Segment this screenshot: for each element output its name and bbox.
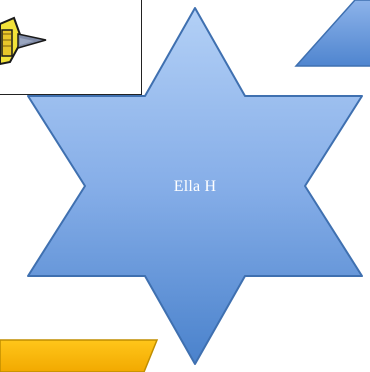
yellow-banner-shape[interactable] <box>0 340 157 372</box>
star-label: Ella H <box>145 178 245 196</box>
blue-triangle-shape[interactable] <box>296 0 370 66</box>
